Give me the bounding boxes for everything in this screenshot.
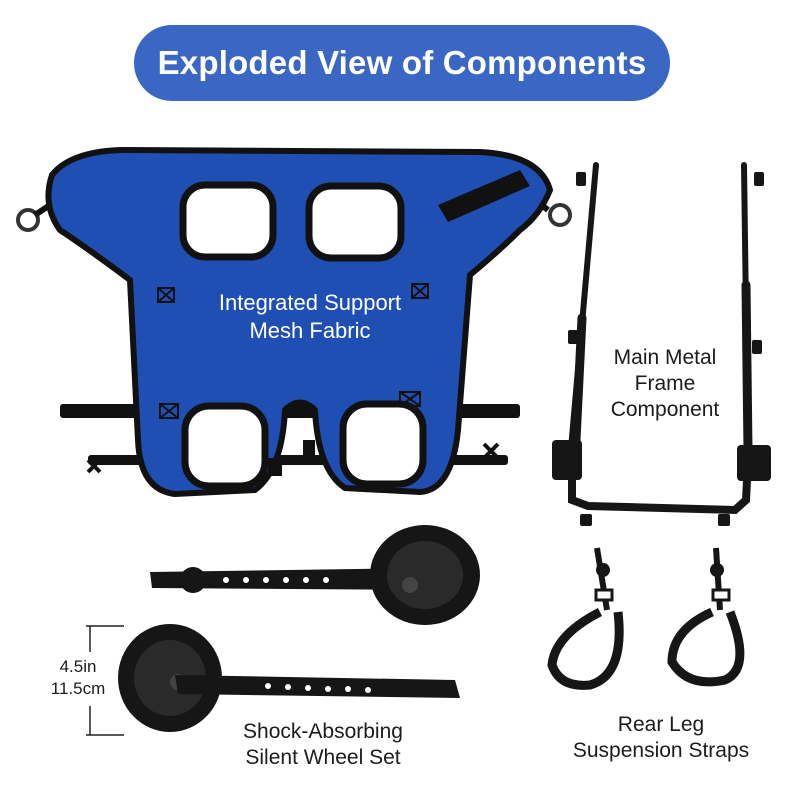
title-banner: Exploded View of Components	[134, 25, 670, 101]
leg-straps-label: Rear Leg Suspension Straps	[555, 712, 767, 764]
wheels-label-line2: Silent Wheel Set	[245, 746, 401, 769]
d-ring-icon	[16, 208, 40, 232]
mesh-label-line1: Integrated Support	[218, 290, 402, 315]
straps-label-line1: Rear Leg	[617, 713, 705, 736]
mesh-harness-image	[16, 146, 572, 498]
metal-frame-image	[552, 162, 771, 526]
frame-label-line2: Frame	[634, 372, 696, 395]
mesh-fabric-label: Integrated Support Mesh Fabric	[160, 289, 460, 345]
mesh-label-line2: Mesh Fabric	[249, 318, 371, 343]
frame-label-line1: Main Metal	[613, 346, 717, 369]
leg-opening	[179, 181, 277, 261]
dimension-imperial: 4.5in	[59, 657, 97, 676]
metal-frame-label: Main Metal Frame Component	[585, 345, 745, 423]
dimension-bracket	[86, 625, 124, 736]
leg-straps-image	[547, 547, 745, 690]
dimension-metric: 11.5cm	[50, 679, 106, 698]
wheels-label-line1: Shock-Absorbing	[243, 720, 403, 743]
d-ring-icon	[548, 203, 572, 227]
leg-opening	[181, 402, 269, 490]
leg-opening	[305, 182, 405, 262]
frame-label-line3: Component	[610, 398, 720, 421]
wheel-set-label: Shock-Absorbing Silent Wheel Set	[218, 719, 428, 771]
straps-label-line2: Suspension Straps	[572, 739, 750, 762]
wheel-set-image	[118, 525, 480, 732]
wheel-dimension-label: 4.5in 11.5cm	[38, 656, 118, 700]
leg-opening	[339, 400, 427, 488]
